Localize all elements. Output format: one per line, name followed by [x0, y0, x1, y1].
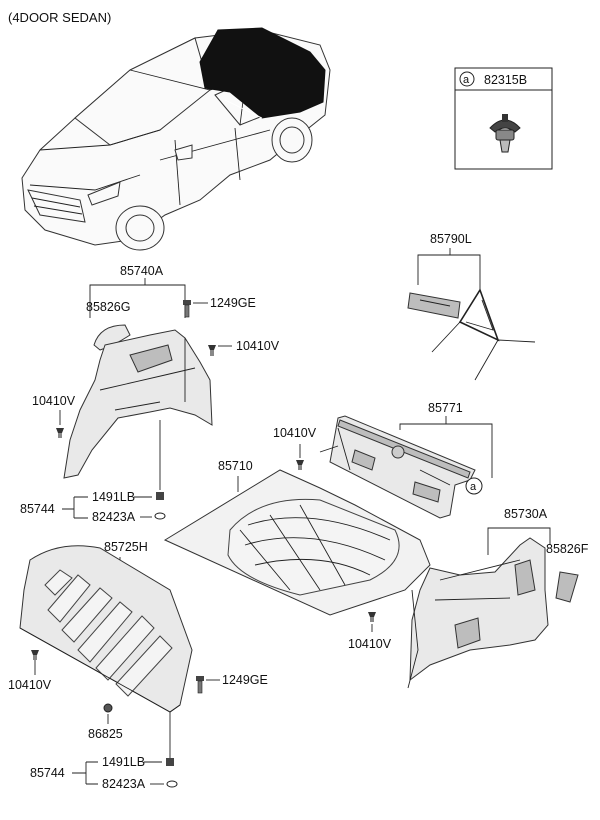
label-1491LB-bot: 1491LB [102, 755, 145, 769]
legend-marker-circle [459, 71, 475, 87]
clip-icon [489, 114, 521, 153]
part-85771-group: 85771 a 10410V [273, 401, 493, 519]
label-86825: 86825 [88, 727, 123, 741]
marker-a: a [470, 481, 477, 493]
part-85725H-group: 85725H 10410V 1249GE 86825 [8, 540, 268, 791]
label-85790L: 85790L [430, 232, 472, 246]
bolt-1491LB-bot [166, 758, 174, 766]
bolt-1249GE-bot [196, 676, 204, 694]
label-85710: 85710 [218, 459, 253, 473]
clip-10410V-e [31, 650, 39, 660]
nut-86825 [103, 703, 113, 713]
clip-10410V-a [208, 345, 216, 356]
label-85725H: 85725H [104, 540, 148, 554]
label-10410V-a: 10410V [236, 339, 280, 353]
legend-box: a 82315B [454, 67, 553, 170]
part-85740A-group: 85740A 85826G 1249GE 10410V 10410V [20, 264, 280, 524]
label-85730A: 85730A [504, 507, 548, 521]
label-10410V-b: 10410V [32, 394, 76, 408]
washer-82423A-top [154, 512, 166, 520]
legend-part-number: 82315B [484, 73, 527, 87]
washer-82423A-bot [166, 780, 178, 788]
label-85744-top: 85744 [20, 502, 55, 516]
car-illustration [21, 27, 331, 251]
marker-a-circle [465, 477, 483, 495]
label-1491LB-top: 1491LB [92, 490, 135, 504]
bolt-1491LB-top [156, 492, 164, 500]
clip-10410V-c [296, 460, 304, 470]
label-1249GE-bot: 1249GE [222, 673, 268, 687]
label-1249GE-top: 1249GE [210, 296, 256, 310]
label-10410V-d: 10410V [348, 637, 392, 651]
part-85730A-group: 85730A 85826F 10410V [348, 507, 589, 689]
label-85771: 85771 [428, 401, 463, 415]
legend-marker: a [463, 74, 470, 86]
label-10410V-e: 10410V [8, 678, 52, 692]
label-85744-bot: 85744 [30, 766, 65, 780]
label-85740A: 85740A [120, 264, 164, 278]
bolt-1249GE-top [183, 300, 191, 318]
clip-10410V-d [368, 612, 376, 622]
label-85826F: 85826F [546, 542, 589, 556]
clip-10410V-b [56, 428, 64, 438]
label-85826G: 85826G [86, 300, 130, 314]
part-85790L-group: 85790L [407, 232, 536, 381]
label-10410V-c: 10410V [273, 426, 317, 440]
diagram-title: (4DOOR SEDAN) [8, 10, 111, 25]
label-82423A-bot: 82423A [102, 777, 146, 791]
label-82423A-top: 82423A [92, 510, 136, 524]
part-85710-group: 85710 [163, 459, 431, 616]
